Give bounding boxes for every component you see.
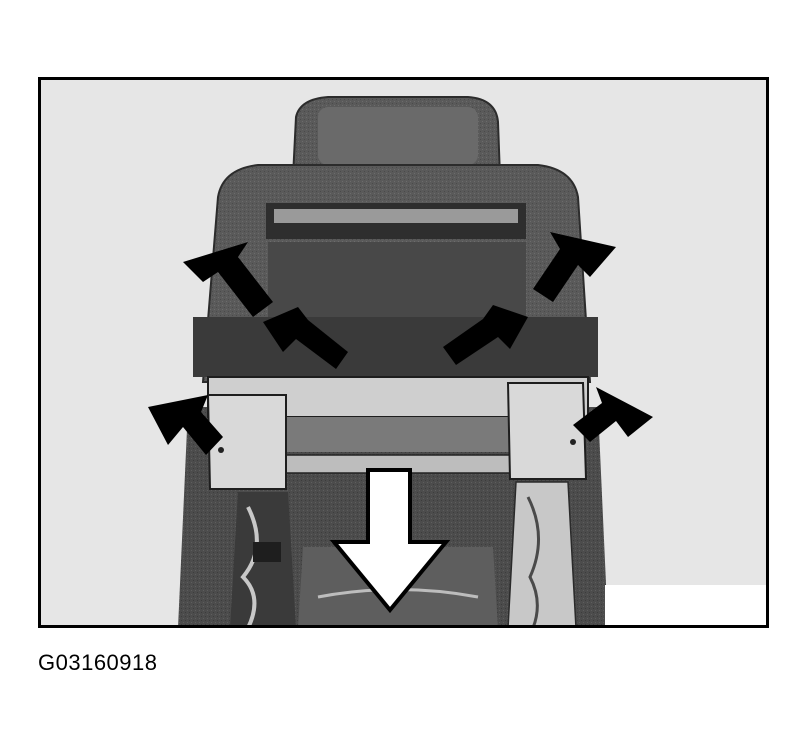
- figure-frame: [38, 77, 769, 628]
- corner-mask: [605, 585, 769, 628]
- right-mounting-bracket: [506, 382, 588, 480]
- backrest-lower-trim: [193, 317, 598, 377]
- arrow-middle-left: [263, 307, 348, 369]
- left-mounting-bracket: [206, 394, 287, 490]
- figure-code: G03160918: [38, 650, 158, 675]
- arrow-upper-right: [533, 232, 616, 302]
- left-bracket-bolt: [218, 447, 224, 453]
- arrow-lower-right: [573, 387, 653, 442]
- seat-illustration-figure: [38, 77, 769, 628]
- right-frame-side: [507, 481, 577, 628]
- callout-arrows: [148, 232, 653, 455]
- right-wiring: [526, 496, 540, 628]
- left-connector: [253, 542, 281, 562]
- arrow-middle-right: [443, 305, 528, 365]
- backrest-panel-strip: [274, 209, 518, 223]
- right-bracket-bolt: [570, 439, 576, 445]
- arrow-lower-left: [148, 395, 223, 455]
- left-wiring: [240, 506, 259, 628]
- direction-arrow: [329, 468, 451, 614]
- headrest-face: [318, 107, 478, 165]
- arrow-upper-left: [183, 242, 273, 317]
